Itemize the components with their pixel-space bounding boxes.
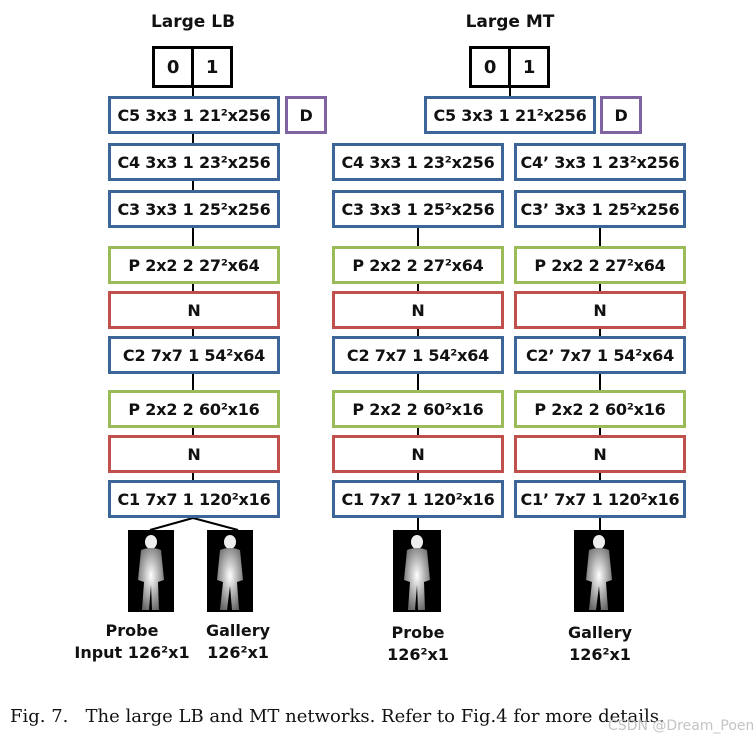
left-probe-label: Probe [105, 621, 159, 640]
right-gallery-input: 126²x1 [569, 645, 631, 664]
right-output-0: 0 [469, 46, 511, 88]
right-gallery-p1-node: P 2x2 2 60²x16 [514, 390, 686, 428]
right-gallery-n1-node: N [514, 435, 686, 473]
right-probe-c3-node: C3 3x3 1 25²x256 [332, 190, 504, 228]
left-probe-caption: Probe Input 126²x1 [62, 620, 202, 664]
right-probe-c1-node: C1 7x7 1 120²x16 [332, 480, 504, 518]
left-gallery-caption: Gallery 126²x1 [190, 620, 286, 664]
right-probe-input: 126²x1 [387, 645, 449, 664]
right-probe-c4-node: C4 3x3 1 23²x256 [332, 143, 504, 181]
left-c1-node: C1 7x7 1 120²x16 [108, 480, 280, 518]
watermark: CSDN @Dream_Poem [608, 718, 753, 734]
left-dropout-node: D [285, 96, 327, 134]
right-probe-caption: Probe 126²x1 [370, 622, 466, 666]
right-probe-n2-node: N [332, 291, 504, 329]
left-n1-node: N [108, 435, 280, 473]
figure-caption: Fig. 7. The large LB and MT networks. Re… [10, 706, 665, 727]
right-gallery-label: Gallery [567, 623, 633, 642]
right-gallery-c3-node: C3’ 3x3 1 25²x256 [514, 190, 686, 228]
left-c2-node: C2 7x7 1 54²x64 [108, 336, 280, 374]
left-output-0: 0 [152, 46, 194, 88]
right-gallery-silhouette [574, 530, 624, 612]
right-probe-c2-node: C2 7x7 1 54²x64 [332, 336, 504, 374]
right-probe-n1-node: N [332, 435, 504, 473]
right-probe-label: Probe [391, 623, 445, 642]
left-probe-silhouette [128, 530, 174, 612]
right-gallery-c4-node: C4’ 3x3 1 23²x256 [514, 143, 686, 181]
right-gallery-c2-node: C2’ 7x7 1 54²x64 [514, 336, 686, 374]
right-c5-node: C5 3x3 1 21²x256 [424, 96, 596, 134]
left-gallery-silhouette [207, 530, 253, 612]
right-probe-silhouette [393, 530, 441, 612]
right-gallery-c1-node: C1’ 7x7 1 120²x16 [514, 480, 686, 518]
left-c5-node: C5 3x3 1 21²x256 [108, 96, 280, 134]
left-c3-node: C3 3x3 1 25²x256 [108, 190, 280, 228]
left-title: Large LB [150, 12, 236, 32]
left-c4-node: C4 3x3 1 23²x256 [108, 143, 280, 181]
left-p1-node: P 2x2 2 60²x16 [108, 390, 280, 428]
left-output-1: 1 [191, 46, 233, 88]
left-probe-input: Input 126²x1 [74, 643, 190, 662]
right-output-1: 1 [508, 46, 550, 88]
right-gallery-p2-node: P 2x2 2 27²x64 [514, 246, 686, 284]
right-dropout-node: D [600, 96, 642, 134]
left-p2-node: P 2x2 2 27²x64 [108, 246, 280, 284]
edge-left-c1-gallery [192, 517, 239, 531]
right-probe-p1-node: P 2x2 2 60²x16 [332, 390, 504, 428]
right-title: Large MT [465, 12, 555, 32]
right-gallery-caption: Gallery 126²x1 [552, 622, 648, 666]
left-gallery-label: Gallery [205, 621, 271, 640]
right-gallery-n2-node: N [514, 291, 686, 329]
edge-left-c1-probe [149, 517, 194, 531]
left-n2-node: N [108, 291, 280, 329]
right-probe-p2-node: P 2x2 2 27²x64 [332, 246, 504, 284]
left-gallery-input: 126²x1 [207, 643, 269, 662]
